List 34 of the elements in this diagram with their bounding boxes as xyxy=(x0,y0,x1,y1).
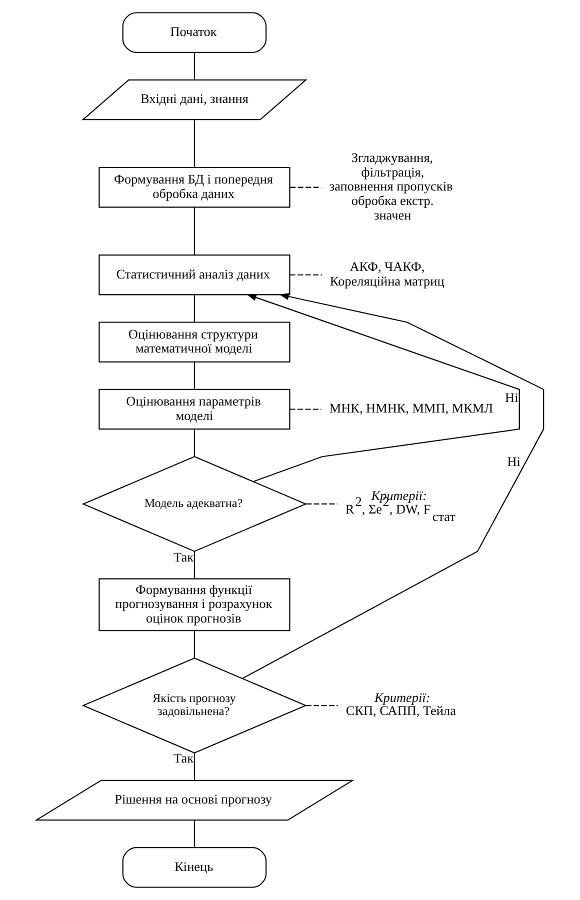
connector xyxy=(290,408,322,410)
arrow xyxy=(242,293,544,679)
node-box: Кінець xyxy=(122,847,267,888)
connector xyxy=(194,752,196,780)
node-diamond: Модель адекватна? xyxy=(82,456,308,552)
edge-label: Так xyxy=(174,549,194,564)
connector xyxy=(194,820,196,848)
connector xyxy=(290,274,322,276)
connector xyxy=(194,294,196,322)
edge-label: Ні xyxy=(505,390,518,405)
node-text: МНК, НМНК, ММП, МКМЛ xyxy=(329,400,494,416)
connector xyxy=(194,430,196,456)
node-box: Початок xyxy=(122,12,267,53)
connector xyxy=(194,362,196,390)
node-diamond: Якість прогнозу задовільнена? xyxy=(82,658,308,754)
connector xyxy=(194,630,196,658)
connector xyxy=(194,120,196,168)
node-box: Оцінювання структури математичної моделі xyxy=(98,322,290,362)
arrow xyxy=(246,294,520,482)
connector xyxy=(194,207,196,255)
node-text: Згладжування, фільтрація, заповнення пропусків обробка екстр. значен xyxy=(329,150,453,222)
connector xyxy=(306,704,338,706)
node-text: Критерії: СКП, САПП, Тейла xyxy=(346,690,456,718)
node-box: Оцінювання параметрів моделі xyxy=(98,388,290,430)
connector xyxy=(194,52,196,80)
connector xyxy=(194,551,196,579)
edge-label: Так xyxy=(174,750,194,766)
node-box: Формування БД і попередня обробка даних xyxy=(98,166,290,208)
node-text: АКФ, ЧАКФ, Кореляційна матриц xyxy=(330,259,444,288)
connector xyxy=(306,503,338,505)
node-box: Формування функції прогнозування і розрахунок оцінок прогнозів xyxy=(98,578,290,632)
connector xyxy=(290,186,322,188)
edge-label: Ні xyxy=(507,454,520,470)
node-box: Статистичний аналіз даних xyxy=(98,254,290,296)
